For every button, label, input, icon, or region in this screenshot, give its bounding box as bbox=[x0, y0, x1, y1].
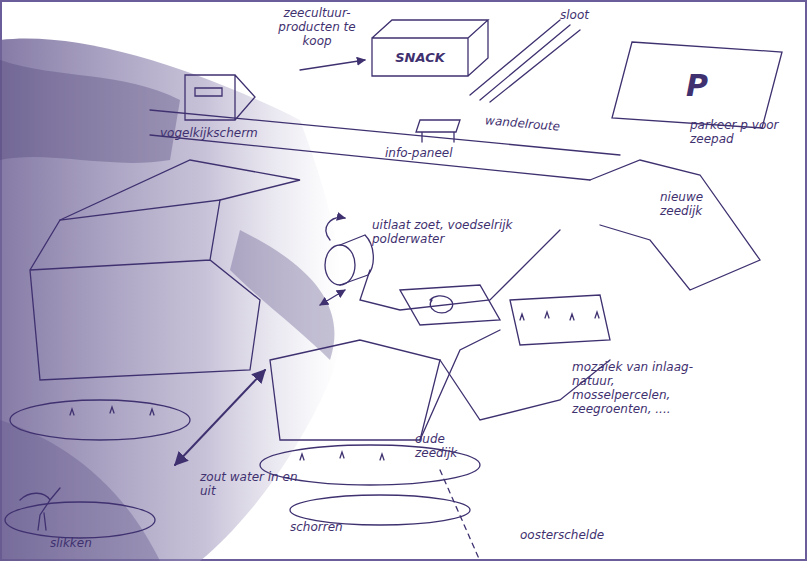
sketch-label: uitlaat zoet, voedselrijk polderwater bbox=[372, 218, 532, 246]
dike-block bbox=[60, 160, 300, 220]
sketch-label: wandelroute bbox=[485, 113, 596, 137]
outlet-pipe bbox=[340, 235, 373, 285]
sketch-label: zout water in en uit bbox=[200, 470, 300, 498]
node-text: P bbox=[686, 68, 708, 103]
dike-block bbox=[30, 200, 260, 380]
sketch-label: sloot bbox=[560, 8, 620, 22]
plant-marks bbox=[520, 312, 599, 320]
wash-dark bbox=[230, 230, 334, 360]
plot bbox=[510, 295, 610, 345]
old-dike bbox=[420, 330, 500, 440]
pointer-arrow bbox=[300, 60, 365, 70]
bird-screen bbox=[185, 75, 255, 120]
plot bbox=[430, 296, 453, 313]
wash-dark bbox=[0, 60, 180, 163]
sketch-label: oosterschelde bbox=[520, 528, 640, 542]
wash-dark bbox=[0, 420, 160, 561]
outlet-pipe bbox=[325, 245, 355, 285]
salt-marsh bbox=[10, 400, 190, 440]
new-dike bbox=[590, 160, 760, 290]
old-dike bbox=[270, 340, 440, 440]
bird-sketch bbox=[20, 488, 60, 530]
node-outline-path bbox=[372, 20, 488, 76]
sketch-label: slikken bbox=[50, 536, 130, 550]
sketch-label: schorren bbox=[290, 520, 370, 534]
mudflat bbox=[5, 502, 155, 538]
sketch-label: mozaïek van inlaag-natuur, mosselpercele… bbox=[572, 360, 712, 416]
sketch-label: info-paneel bbox=[385, 146, 485, 160]
sketch-label: zeecultuur- producten te koop bbox=[262, 6, 372, 48]
snack-kiosk: SNACK bbox=[372, 38, 468, 76]
node-outline-path bbox=[612, 42, 782, 128]
parking-area: P bbox=[612, 42, 782, 128]
ditch-line bbox=[470, 20, 580, 102]
sketch-label: parkeer p voor zeepad bbox=[690, 118, 790, 146]
flow-arrow bbox=[320, 290, 345, 305]
flow-arrow bbox=[326, 218, 345, 240]
sketch-label: nieuwe zeedijk bbox=[660, 190, 740, 218]
info-panel bbox=[416, 120, 460, 142]
node-text: SNACK bbox=[395, 50, 445, 65]
sketch-label: oude zeedijk bbox=[415, 432, 485, 460]
plot bbox=[400, 285, 500, 325]
plant-marks bbox=[70, 407, 384, 460]
water-wash bbox=[0, 38, 342, 561]
water-border bbox=[440, 470, 480, 561]
tide-arrow bbox=[175, 370, 265, 465]
sketch-label: vogelkijkscherm bbox=[160, 126, 290, 140]
